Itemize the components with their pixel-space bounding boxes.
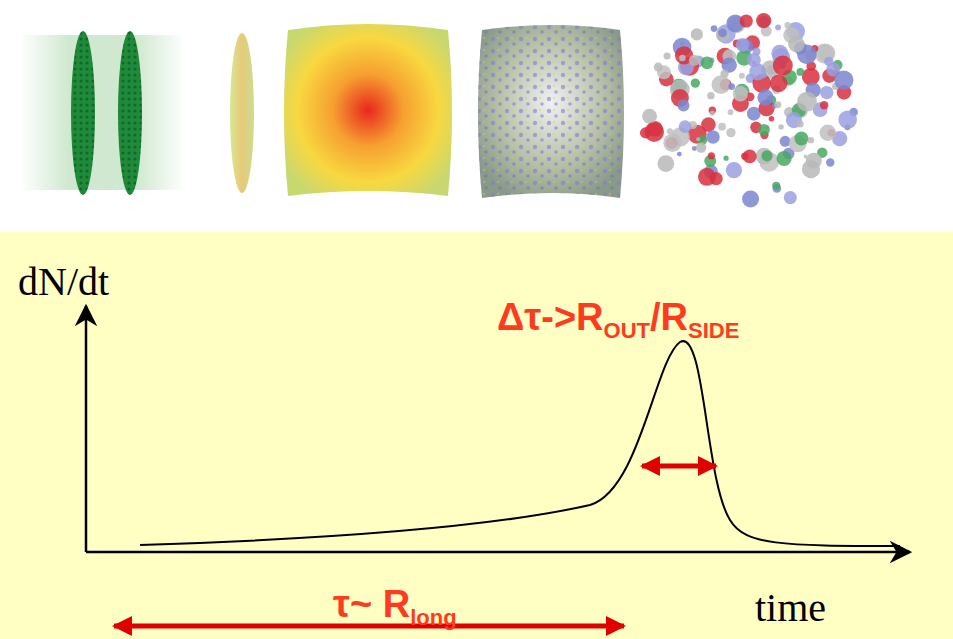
subscript: OUT bbox=[604, 318, 650, 343]
particle bbox=[820, 124, 836, 140]
particle bbox=[691, 28, 703, 40]
particle bbox=[706, 130, 719, 143]
particle bbox=[678, 100, 690, 112]
label-text: Δτ->R bbox=[497, 296, 604, 338]
particle bbox=[770, 75, 788, 93]
particle bbox=[772, 182, 780, 190]
particle bbox=[733, 86, 748, 101]
particle bbox=[679, 120, 692, 133]
particle bbox=[775, 25, 781, 31]
particle bbox=[640, 127, 651, 138]
subscript: long bbox=[410, 605, 456, 630]
particle bbox=[696, 142, 706, 152]
particle bbox=[808, 137, 814, 143]
particle bbox=[708, 152, 715, 159]
particle bbox=[663, 134, 681, 152]
label-text: /R bbox=[650, 296, 688, 338]
particle bbox=[776, 151, 791, 166]
lifetime-label: τ~ Rlong bbox=[333, 585, 457, 629]
duration-label: Δτ->ROUT/RSIDE bbox=[497, 298, 739, 342]
particle bbox=[657, 155, 674, 172]
particle bbox=[736, 38, 750, 52]
particle bbox=[726, 162, 742, 178]
particle bbox=[724, 156, 729, 161]
label-text: τ~ R bbox=[333, 583, 410, 625]
particle bbox=[677, 152, 682, 157]
axis-label: dN/dt bbox=[18, 262, 109, 302]
particle bbox=[679, 55, 686, 62]
particle bbox=[718, 29, 727, 38]
particle bbox=[701, 117, 716, 132]
particle bbox=[820, 86, 833, 99]
particle bbox=[739, 73, 745, 79]
particle bbox=[794, 132, 808, 146]
particle bbox=[820, 101, 828, 109]
particle bbox=[778, 124, 783, 129]
particle bbox=[743, 149, 757, 163]
particle bbox=[838, 110, 857, 129]
particle bbox=[758, 124, 770, 136]
particle bbox=[698, 168, 716, 186]
particle bbox=[710, 111, 715, 116]
particle bbox=[689, 55, 700, 66]
axis-label: time bbox=[755, 588, 826, 628]
particle bbox=[691, 78, 700, 87]
particle bbox=[642, 109, 657, 124]
particle bbox=[784, 191, 797, 204]
particle bbox=[773, 56, 793, 76]
particle bbox=[806, 153, 822, 169]
particle bbox=[826, 158, 834, 166]
particle bbox=[726, 128, 735, 137]
particle bbox=[774, 101, 781, 108]
particle bbox=[712, 75, 731, 94]
particle bbox=[797, 92, 817, 112]
particle bbox=[761, 150, 772, 161]
particle bbox=[728, 109, 734, 115]
particle bbox=[696, 137, 700, 141]
particle bbox=[716, 28, 730, 42]
particle bbox=[769, 116, 774, 121]
subscript: SIDE bbox=[688, 318, 739, 343]
particle bbox=[718, 123, 726, 131]
particle bbox=[788, 36, 805, 53]
particle bbox=[742, 191, 759, 208]
particle bbox=[756, 148, 773, 165]
particle bbox=[747, 53, 761, 67]
label-text: time bbox=[755, 585, 826, 630]
particle bbox=[756, 13, 771, 28]
particle bbox=[780, 136, 791, 147]
particle bbox=[797, 120, 804, 127]
particle bbox=[757, 89, 773, 105]
label-text: dN/dt bbox=[18, 259, 109, 304]
particle bbox=[654, 63, 663, 72]
particle bbox=[663, 52, 670, 59]
particle bbox=[796, 68, 804, 76]
particle bbox=[728, 83, 735, 90]
particle bbox=[834, 70, 853, 89]
particle bbox=[711, 25, 718, 32]
particle bbox=[824, 57, 833, 66]
particle bbox=[707, 92, 714, 99]
particle bbox=[701, 56, 714, 69]
particle bbox=[740, 14, 753, 27]
